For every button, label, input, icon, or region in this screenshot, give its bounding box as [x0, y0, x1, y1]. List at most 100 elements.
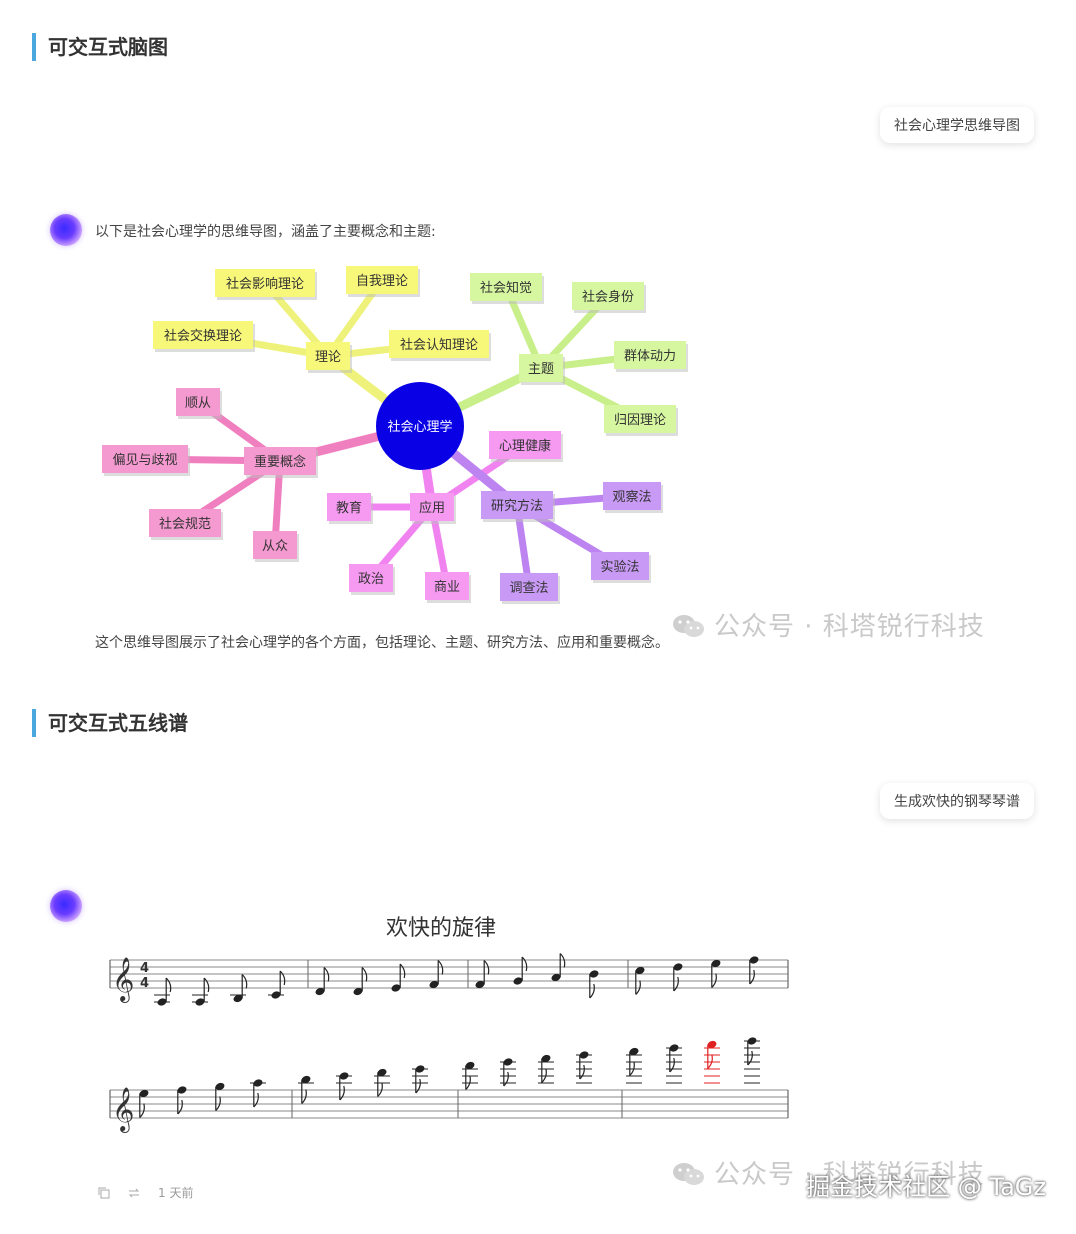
score-note[interactable]	[412, 1064, 428, 1094]
score-note[interactable]	[711, 959, 722, 988]
score-note[interactable]	[513, 956, 528, 986]
mindmap-node-label: 社会身份	[582, 289, 634, 305]
corner-watermark: 掘金技术社区 @ TaGz	[806, 1173, 1046, 1201]
score-note[interactable]	[462, 1061, 478, 1090]
score-note[interactable]	[154, 977, 172, 1007]
score-note[interactable]	[391, 963, 406, 993]
mindmap-leaf-node[interactable]: 教育	[327, 493, 373, 524]
score-note[interactable]	[374, 1068, 390, 1097]
mindmap-leaf-node[interactable]: 顺从	[176, 388, 222, 419]
mindmap-branch-node[interactable]: 重要概念	[244, 447, 318, 478]
mindmap-leaf-node[interactable]: 自我理论	[346, 266, 420, 297]
score-note[interactable]	[139, 1089, 150, 1118]
assistant-avatar	[50, 214, 82, 246]
score-note[interactable]	[749, 955, 760, 985]
mindmap-node-label: 从众	[262, 539, 288, 554]
mindmap-leaf-node[interactable]: 政治	[349, 564, 395, 595]
section-title-text: 可交互式脑图	[48, 35, 168, 59]
section-title-text: 可交互式五线谱	[48, 711, 188, 735]
score-note[interactable]	[666, 1043, 682, 1084]
mindmap-leaf-node[interactable]: 商业	[425, 572, 471, 603]
mindmap-leaf-node[interactable]: 社会交换理论	[153, 321, 255, 352]
mindmap-node-label: 社会规范	[159, 516, 211, 532]
mindmap-node-label: 观察法	[612, 490, 651, 505]
mindmap-leaf-node[interactable]: 观察法	[603, 482, 663, 513]
assistant-avatar	[50, 890, 82, 922]
score-note[interactable]	[177, 1085, 188, 1115]
score-note[interactable]	[475, 960, 490, 990]
mindmap-leaf-node[interactable]: 归因理论	[604, 405, 678, 436]
mindmap-leaf-node[interactable]: 调查法	[500, 573, 560, 604]
score-note[interactable]	[215, 1082, 226, 1111]
mindmap-node-label: 商业	[434, 580, 460, 595]
mindmap-node-label: 自我理论	[356, 274, 408, 289]
score-note[interactable]	[551, 953, 566, 983]
mindmap-leaf-node[interactable]: 偏见与歧视	[102, 445, 190, 476]
score-note[interactable]	[538, 1054, 554, 1084]
mindmap-node-label: 归因理论	[614, 413, 666, 428]
time-signature-bottom: 4	[140, 976, 149, 991]
score-note[interactable]	[230, 974, 248, 1004]
watermark: 公众号 · 科塔锐行科技	[672, 1154, 985, 1191]
score-note[interactable]	[315, 967, 330, 997]
treble-clef-icon: 𝄞	[112, 1087, 134, 1133]
score-note[interactable]	[635, 966, 646, 995]
mindmap-leaf-node[interactable]: 实验法	[591, 552, 651, 583]
user-prompt-text: 社会心理学思维导图	[894, 118, 1020, 134]
score-note[interactable]	[589, 969, 600, 999]
mindmap-center-node[interactable]: 社会心理学	[376, 382, 464, 470]
treble-clef-icon: 𝄞	[112, 957, 134, 1003]
score-staff: 𝄞44	[109, 953, 789, 1007]
mindmap-node-label: 研究方法	[491, 498, 543, 514]
mindmap-node-label: 应用	[419, 500, 445, 516]
mindmap-branch-node[interactable]: 主题	[519, 354, 565, 385]
mindmap-node-label: 心理健康	[499, 438, 551, 454]
mindmap-leaf-node[interactable]: 社会规范	[149, 509, 223, 540]
user-prompt-bubble: 社会心理学思维导图	[880, 107, 1034, 143]
mindmap-branch-node[interactable]: 理论	[306, 342, 352, 373]
wechat-icon	[673, 1163, 704, 1185]
mindmap-leaf-node[interactable]: 群体动力	[614, 341, 688, 372]
copy-icon[interactable]	[98, 1187, 110, 1199]
mindmap-leaf-node[interactable]: 社会影响理论	[215, 269, 317, 300]
score-note[interactable]	[192, 977, 210, 1007]
score-note[interactable]	[744, 1036, 760, 1084]
score-title: 欢快的旋律	[386, 916, 497, 941]
mindmap-leaf-node[interactable]: 社会认知理论	[389, 330, 491, 361]
message-timestamp: 1 天前	[158, 1186, 194, 1200]
score-note[interactable]	[626, 1047, 642, 1084]
score-note[interactable]	[250, 1078, 266, 1108]
score-note[interactable]	[353, 967, 368, 997]
regenerate-icon[interactable]	[128, 1187, 140, 1199]
mindmap-node-label: 社会影响理论	[226, 276, 304, 292]
watermark: 公众号 · 科塔锐行科技	[672, 606, 985, 643]
score-note[interactable]	[673, 962, 684, 992]
mindmap-node-label: 调查法	[509, 581, 548, 596]
mindmap-node-label: 社会知觉	[480, 280, 532, 296]
score-note[interactable]	[429, 960, 444, 990]
score-note[interactable]	[336, 1071, 352, 1101]
mindmap-leaf-node[interactable]: 社会知觉	[470, 273, 544, 304]
mindmap-node-label: 社会交换理论	[164, 328, 242, 344]
mindmap-leaf-node[interactable]: 心理健康	[489, 431, 563, 462]
mindmap-branch-node[interactable]: 研究方法	[481, 491, 555, 522]
section-title-mindmap: 可交互式脑图	[32, 33, 168, 61]
mindmap-leaf-node[interactable]: 社会身份	[572, 282, 646, 313]
mindmap-node-label: 社会认知理论	[400, 337, 478, 353]
assistant-intro-text: 以下是社会心理学的思维导图，涵盖了主要概念和主题:	[95, 224, 436, 240]
mindmap-branch-node[interactable]: 应用	[410, 493, 456, 524]
score-note[interactable]	[268, 970, 286, 1000]
score-note[interactable]	[500, 1057, 516, 1087]
score-note[interactable]	[298, 1075, 314, 1104]
score-note[interactable]	[704, 1040, 720, 1084]
user-prompt-text: 生成欢快的钢琴琴谱	[894, 794, 1020, 810]
mindmap-node-label: 实验法	[600, 559, 639, 575]
mindmap-node-label: 顺从	[185, 396, 211, 411]
mindmap-leaf-node[interactable]: 从众	[253, 531, 299, 562]
message-footer: 1 天前	[98, 1184, 193, 1201]
score-staff: 𝄞	[109, 1036, 789, 1133]
music-score[interactable]: 𝄞44𝄞	[100, 940, 790, 1140]
score-note[interactable]	[576, 1050, 592, 1084]
